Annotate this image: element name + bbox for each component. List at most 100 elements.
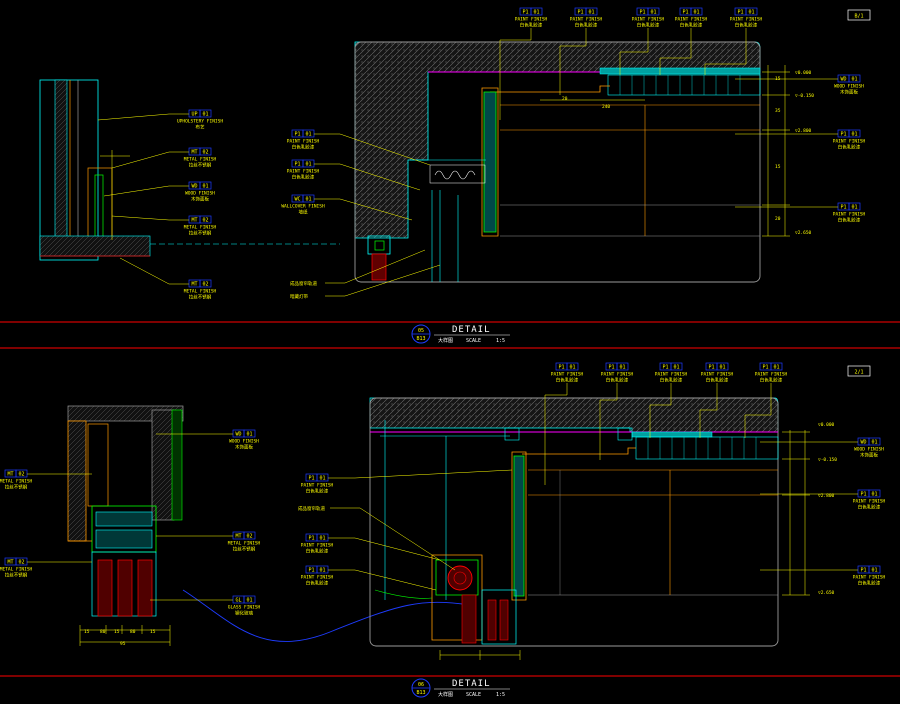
scale-label-06: SCALE	[466, 692, 481, 698]
dim-top-3: 35	[775, 108, 781, 114]
title-block-05: 05 B13 DETAIL 大样图 SCALE 1:5 B/1	[0, 9, 900, 344]
tag-cn: 白色乳胶漆	[838, 217, 861, 224]
tag-en: PAINT FINISH	[601, 372, 634, 378]
tag-en: PAINT FINISH	[301, 483, 334, 489]
tag-cn: 白色乳胶漆	[292, 144, 315, 151]
tag-number: 01	[319, 567, 325, 573]
tag-cn: 白色乳胶漆	[858, 580, 881, 587]
tag-en: PAINT FINISH	[853, 499, 886, 505]
note-top-1: 暗藏灯带	[290, 293, 308, 300]
tag-cn: 木饰面板	[860, 452, 878, 459]
dim-bottom-0: 15	[84, 629, 90, 635]
level-mark-b-0: ▽0.000	[818, 422, 835, 428]
tag-number: 02	[202, 217, 208, 223]
dim-top-0: 20	[562, 96, 568, 102]
tag-code: P1	[558, 364, 564, 370]
level-mark-2: ▽2.800	[795, 128, 812, 134]
tag-number: 01	[773, 364, 779, 370]
detail-title-05: DETAIL	[452, 325, 491, 335]
tag-number: 01	[246, 431, 252, 437]
tag-en: PAINT FINISH	[287, 169, 320, 175]
tag-cn: 拉丝不锈钢	[5, 484, 28, 491]
tag-code: WD	[840, 76, 846, 82]
tag-code: P1	[294, 161, 300, 167]
tag-code: UP	[191, 111, 197, 117]
tag-code: P1	[522, 9, 528, 15]
tag-number: 02	[202, 281, 208, 287]
section-left-06	[67, 405, 471, 646]
dim-bottom-1: 80	[100, 629, 106, 635]
tag-cn: 白色乳胶漆	[680, 22, 703, 29]
tag-number: 01	[871, 567, 877, 573]
tag-code: MT	[7, 559, 13, 565]
tag-en: WOOD FINISH	[185, 191, 215, 197]
tag-cn: 布艺	[196, 124, 205, 131]
tag-cn: 木饰面板	[191, 196, 209, 203]
tag-en: PAINT FINISH	[833, 139, 866, 145]
title-block-06: 06 B13 DETAIL 大样图 SCALE 1:5 2/1	[0, 365, 900, 698]
tag-en: GLASS FINISH	[228, 605, 261, 611]
tag-cn: 白色乳胶漆	[838, 144, 861, 151]
section-left-05	[39, 79, 340, 261]
tag-cn: 白色乳胶漆	[760, 377, 783, 384]
tag-en: PAINT FINISH	[730, 17, 763, 23]
section-main-05	[354, 41, 790, 283]
tag-en: PAINT FINISH	[853, 575, 886, 581]
tag-cn: 白色乳胶漆	[606, 377, 629, 384]
dim-top-4: 15	[775, 164, 781, 170]
tag-code: P1	[708, 364, 714, 370]
note-top-0: 成品窗帘轨道	[290, 280, 317, 287]
tag-cn: 白色乳胶漆	[660, 377, 683, 384]
tag-number: 01	[851, 131, 857, 137]
tag-code: MT	[191, 217, 197, 223]
level-mark-3: ▽2.650	[795, 230, 812, 236]
tag-number: 01	[619, 364, 625, 370]
dim-top-2: 15	[775, 76, 781, 82]
sheet-number-05: 05	[418, 328, 424, 334]
tag-en: PAINT FINISH	[833, 212, 866, 218]
tag-number: 02	[18, 471, 24, 477]
tag-number: 01	[569, 364, 575, 370]
tag-en: PAINT FINISH	[632, 17, 665, 23]
tag-number: 01	[305, 131, 311, 137]
tag-cn: 拉丝不锈钢	[189, 162, 212, 169]
tag-code: WC	[294, 196, 300, 202]
tag-en: PAINT FINISH	[675, 17, 708, 23]
tag-en: PAINT FINISH	[301, 575, 334, 581]
tag-code: GL	[235, 597, 241, 603]
dim-bottom-2: 15	[114, 629, 120, 635]
scale-value-05: 1:5	[496, 338, 505, 344]
sheet-ref-06: B13	[416, 690, 425, 696]
tag-cn: 白色乳胶漆	[306, 488, 329, 495]
tag-en: WALLCOVER FINISH	[281, 204, 325, 210]
tag-number: 01	[202, 183, 208, 189]
tag-number: 01	[871, 491, 877, 497]
level-mark-1: ▽-0.150	[795, 93, 814, 99]
tag-number: 01	[719, 364, 725, 370]
tag-number: 01	[533, 9, 539, 15]
tag-cn: 白色乳胶漆	[637, 22, 660, 29]
tag-code: P1	[639, 9, 645, 15]
tag-en: WOOD FINISH	[854, 447, 884, 453]
tag-code: WD	[235, 431, 241, 437]
tag-number: 02	[18, 559, 24, 565]
